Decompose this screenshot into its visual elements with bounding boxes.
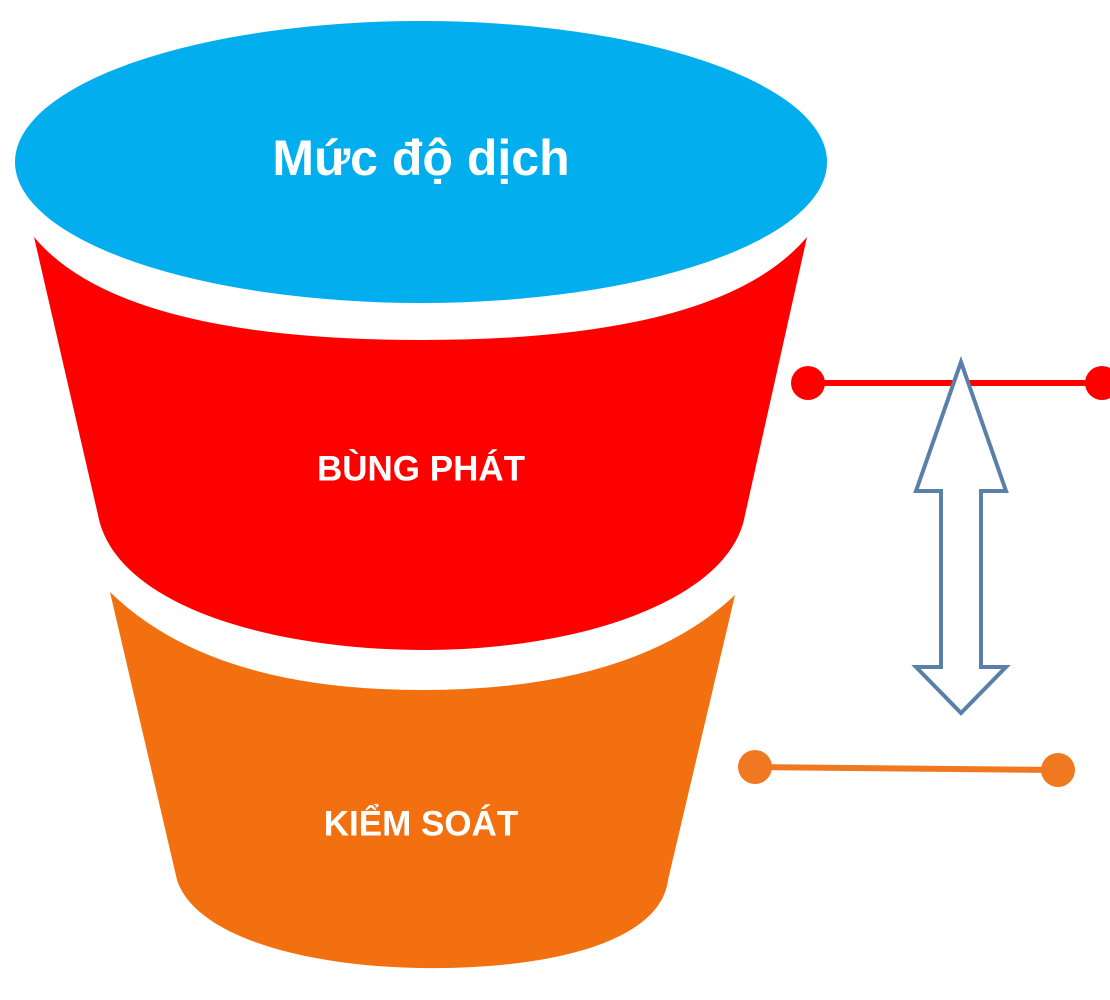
control-threshold-marker — [738, 750, 1075, 787]
control-marker-left-dot — [738, 750, 772, 784]
outbreak-label: BÙNG PHÁT — [317, 448, 525, 488]
outbreak-marker-left-dot — [791, 366, 825, 400]
epidemic-level-ellipse — [15, 21, 827, 303]
outbreak-band — [34, 237, 807, 650]
outbreak-marker-right-dot — [1085, 366, 1110, 400]
control-label: KIỂM SOÁT — [324, 803, 518, 843]
control-band — [110, 592, 735, 969]
epidemic-level-label: Mức độ dịch — [272, 130, 569, 186]
control-marker-right-dot — [1041, 753, 1075, 787]
double-vertical-arrow-icon — [911, 355, 1011, 716]
